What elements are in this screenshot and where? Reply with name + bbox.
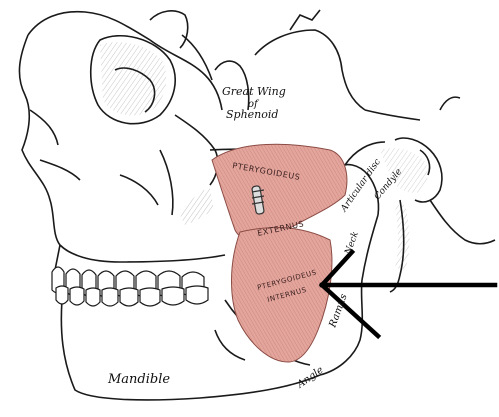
label-mandible: Mandible <box>107 372 170 387</box>
label-great-wing-of: of <box>248 99 260 110</box>
ligament-detail <box>251 185 265 215</box>
label-angle: Angle <box>295 365 326 391</box>
pterygoideus-externus-muscle <box>211 143 348 243</box>
label-ramus: Ramus <box>327 293 350 330</box>
label-sphenoid: Sphenoid <box>226 108 278 121</box>
label-great-wing: Great Wing <box>222 85 286 98</box>
pterygoideus-internus-muscle <box>231 226 333 363</box>
label-neck: Neck <box>343 230 361 257</box>
pointer-arrow <box>318 248 498 340</box>
bone-shading <box>100 42 428 270</box>
lower-teeth <box>55 285 209 307</box>
